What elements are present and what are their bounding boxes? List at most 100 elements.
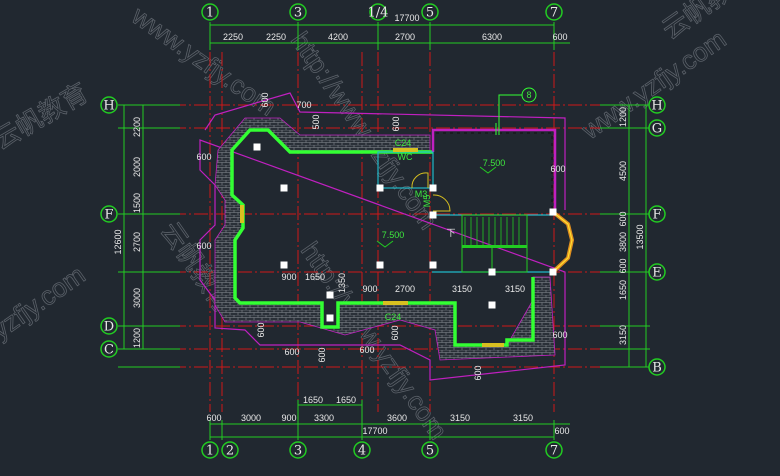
- column: [280, 261, 288, 269]
- dim-top-span: 2250: [266, 32, 286, 42]
- dim-bottom-extra: 600: [554, 426, 569, 436]
- room-label-wc: WC: [398, 152, 413, 162]
- dim-top-span: 4200: [328, 32, 348, 42]
- axis-bubble-bottom-label: 1: [206, 444, 214, 459]
- axis-bubble-bottom-circle: [201, 441, 219, 459]
- dim-bottom-span: 3300: [314, 413, 334, 423]
- column: [488, 268, 496, 276]
- watermark-text: 云帆教育: [0, 77, 93, 155]
- axis-bubble-bottom-circle: [221, 441, 239, 459]
- column: [488, 301, 496, 309]
- column: [549, 268, 557, 276]
- dim-interior: 3150: [452, 284, 472, 294]
- dim-interior: 1650: [305, 272, 325, 282]
- column: [326, 314, 334, 322]
- axis-bubble-left-circle: [100, 317, 118, 335]
- axis-bubble-right-label: B: [652, 361, 662, 376]
- level-mark-upper: 7.500: [483, 158, 506, 168]
- dim-bottom-span: 900: [281, 413, 296, 423]
- axis-bubble-left-label: F: [104, 208, 113, 223]
- dim-right-span: 3150: [618, 325, 628, 345]
- dim-bottom-sub: 1650: [303, 395, 323, 405]
- dim-interior: 600: [284, 347, 299, 357]
- axis-bubble-left-label: C: [104, 343, 114, 358]
- axis-bubble-bottom-label: 3: [294, 444, 302, 459]
- axis-bubble-top-label: 1: [206, 6, 214, 21]
- axis-bubble-left-label: H: [103, 99, 114, 114]
- axis-bubble-top-label: 3: [294, 6, 302, 21]
- axis-bubble-right-circle: [648, 96, 666, 114]
- dim-left-span: 1500: [132, 193, 142, 213]
- dim-top-total: 17700: [394, 13, 419, 23]
- dim-interior: 600: [359, 345, 374, 355]
- axis-bubble-bottom-circle: [545, 441, 563, 459]
- stair-room-wall: [431, 128, 557, 210]
- axis-bubble-bottom-circle: [353, 441, 371, 459]
- column: [253, 143, 261, 151]
- watermark-text: www.yzfjy.com: [126, 0, 282, 122]
- door-m3-swing: [411, 172, 429, 189]
- dim-interior: 600: [550, 164, 565, 174]
- staircase: [461, 214, 528, 273]
- dim-interior: 600: [196, 152, 211, 162]
- dim-bottom-span: 3150: [513, 413, 533, 423]
- axis-bubble-top-label: 7: [550, 6, 558, 21]
- axis-bubble-right-circle: [648, 205, 666, 223]
- axis-bubble-right-circle: [648, 119, 666, 137]
- window-label-bottom: C24: [385, 312, 402, 322]
- axis-bubble-left-circle: [100, 340, 118, 358]
- eave-outline: [199, 92, 566, 381]
- axis-bubble-top-label: 1/4: [368, 6, 389, 21]
- axis-bubble-top-circle: [369, 3, 387, 21]
- dim-interior: 500: [311, 114, 321, 129]
- axis-bubble-right-label: E: [652, 266, 662, 281]
- axis-bubble-bottom-label: 2: [226, 444, 234, 459]
- bay-window-inner: [552, 211, 573, 273]
- dim-right-span: 1650: [618, 280, 628, 300]
- detail-index-label: 8: [526, 90, 531, 100]
- column: [280, 184, 288, 192]
- dim-interior: 600: [473, 365, 483, 380]
- axis-bubble-right-label: H: [651, 99, 662, 114]
- dim-left-span: 2200: [132, 117, 142, 137]
- window-bay-bottom: [482, 343, 504, 347]
- dim-interior: 600: [391, 116, 401, 131]
- dim-interior: 700: [296, 100, 311, 110]
- axis-bubble-bottom-label: 4: [358, 444, 366, 459]
- axis-bubble-left-circle: [100, 96, 118, 114]
- detail-index-leader: [495, 94, 522, 135]
- dim-top-span: 6300: [482, 32, 502, 42]
- level-triangle: [479, 166, 497, 174]
- dim-interior: 3150: [505, 284, 525, 294]
- column: [326, 291, 334, 299]
- dim-interior: 2700: [395, 284, 415, 294]
- stair-direction-label: 下: [446, 228, 455, 238]
- stair-boundary: [432, 214, 555, 273]
- dim-right-span: 600: [618, 211, 628, 226]
- window-top: [393, 148, 418, 152]
- dim-interior: 600: [196, 241, 211, 251]
- column: [376, 184, 384, 192]
- door-label-m3: M3: [415, 189, 428, 199]
- window-bottom: [383, 301, 408, 305]
- dim-interior: 600: [256, 322, 266, 337]
- dim-bottom-span: 3000: [241, 413, 261, 423]
- column: [429, 261, 437, 269]
- axis-bubble-right-circle: [648, 263, 666, 281]
- dim-interior: 1350: [337, 273, 347, 293]
- watermark-text: yzfjy.com: [0, 259, 91, 345]
- dim-top-span: 600: [552, 32, 567, 42]
- dim-bottom-span: 3600: [387, 413, 407, 423]
- level-mark-main: 7.500: [382, 230, 405, 240]
- dim-left-span: 1200: [132, 328, 142, 348]
- column: [429, 184, 437, 192]
- dim-right-total: 13500: [635, 224, 645, 249]
- axis-bubble-right-label: G: [652, 122, 662, 137]
- column: [429, 211, 437, 219]
- axis-bubble-left-label: D: [104, 320, 114, 335]
- axis-bubble-top-label: 5: [426, 6, 434, 21]
- axis-bubble-right-circle: [648, 358, 666, 376]
- dim-right-span: 3800: [618, 232, 628, 252]
